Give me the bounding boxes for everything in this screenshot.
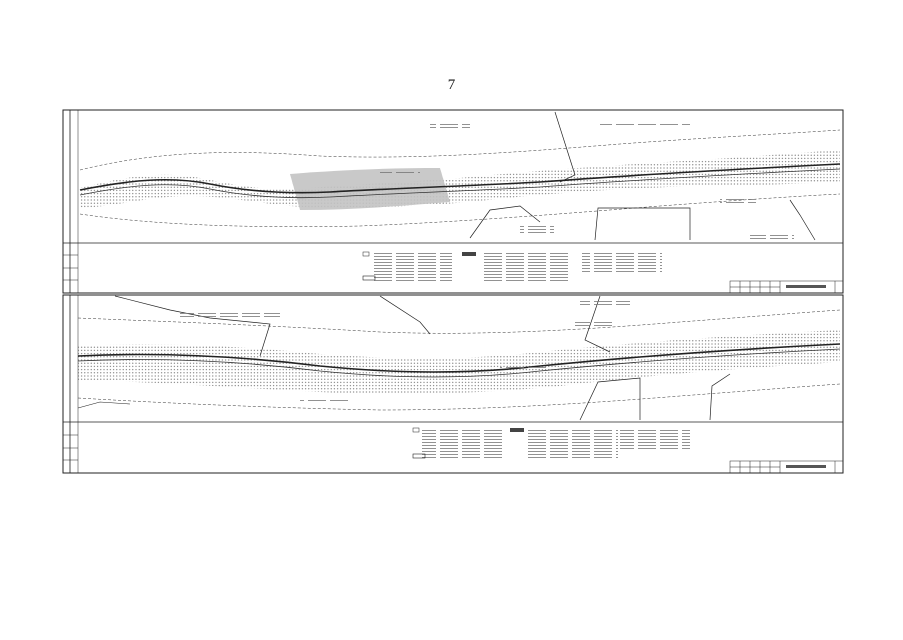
drawing-sheet-1 — [62, 109, 844, 294]
page-number: 7 — [447, 77, 456, 93]
sheet-1-legend — [362, 251, 662, 282]
sheet-2-legend — [412, 427, 690, 459]
drawing-sheet-2 — [62, 294, 844, 474]
sheet-2-title-block — [729, 460, 844, 474]
sheet-1-title-block — [729, 280, 844, 294]
